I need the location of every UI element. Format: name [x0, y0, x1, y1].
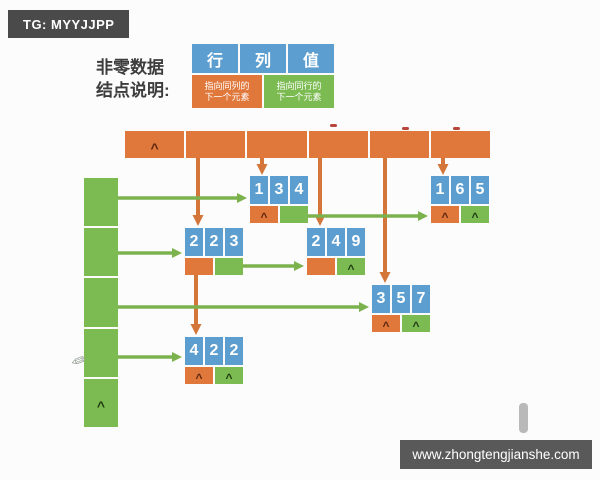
down-pointer-cell: ^ [431, 206, 459, 224]
column-header-cell-1: ^ [125, 131, 185, 158]
node-3-5-7: 3 5 7 ^ ^ [372, 285, 430, 333]
node-4-2-2: 4 2 2 ^ ^ [185, 337, 243, 385]
row-header-cell-4 [84, 328, 118, 377]
down-pointer-cell: ^ [185, 367, 213, 385]
node-val-cell: 3 [225, 228, 243, 256]
node-pointer-row [185, 258, 243, 275]
node-val-cell: 9 [347, 228, 365, 256]
legend-down-pointer-line2: 下一个元素 [204, 91, 250, 102]
right-pointer-cell: ^ [337, 258, 365, 276]
null-pointer-caret: ^ [96, 397, 106, 414]
node-value-row: 4 2 2 [185, 337, 243, 365]
legend-node-pointers: 指向同列的 下一个元素 指向同行的 下一个元素 [192, 75, 334, 108]
node-col-cell: 2 [205, 228, 223, 256]
null-pointer-caret: ^ [150, 139, 159, 156]
column-header-cell-4 [308, 131, 368, 158]
legend-down-pointer: 指向同列的 下一个元素 [192, 75, 262, 108]
row-header-cell-2 [84, 228, 118, 277]
site-watermark: www.zhongtengjianshe.com [400, 440, 592, 469]
legend-down-pointer-line1: 指向同列的 [204, 80, 250, 91]
node-col-cell: 2 [205, 337, 223, 365]
node-row-cell: 3 [372, 285, 390, 313]
node-value-row: 1 6 5 [431, 176, 489, 204]
node-value-row: 2 4 9 [307, 228, 365, 256]
legend-label-line1: 非零数据 [96, 58, 164, 77]
column-header-cell-2 [186, 131, 246, 158]
node-2-2-3: 2 2 3 [185, 228, 243, 275]
node-val-cell: 4 [290, 176, 308, 204]
down-pointer-cell [307, 258, 335, 275]
node-1-6-5: 1 6 5 ^ ^ [431, 176, 489, 224]
column-header-cell-3 [247, 131, 307, 158]
node-col-cell: 4 [327, 228, 345, 256]
down-pointer-cell [185, 258, 213, 275]
legend-field-col: 列 [240, 44, 286, 73]
red-annotation-mark [453, 127, 460, 130]
right-pointer-cell: ^ [402, 315, 430, 333]
node-pointer-row: ^ ^ [431, 206, 489, 224]
node-value-row: 1 3 4 [250, 176, 308, 204]
legend-label: 非零数据 结点说明: [96, 56, 170, 102]
right-pointer-cell: ^ [461, 206, 489, 224]
node-val-cell: 5 [471, 176, 489, 204]
node-col-cell: 6 [451, 176, 469, 204]
legend-field-value: 值 [288, 44, 334, 73]
right-pointer-cell [215, 258, 243, 275]
node-row-cell: 2 [185, 228, 203, 256]
node-pointer-row: ^ [307, 258, 365, 276]
node-col-cell: 3 [270, 176, 288, 204]
legend-right-pointer-line2: 下一个元素 [276, 91, 322, 102]
node-col-cell: 5 [392, 285, 410, 313]
node-row-cell: 1 [250, 176, 268, 204]
node-row-cell: 2 [307, 228, 325, 256]
legend-node-fields: 行 列 值 [192, 44, 334, 73]
row-header-cell-3 [84, 278, 118, 327]
right-pointer-cell [280, 206, 308, 223]
node-value-row: 2 2 3 [185, 228, 243, 256]
legend-right-pointer-line1: 指向同行的 [276, 80, 322, 91]
legend-label-line2: 结点说明: [96, 81, 170, 100]
node-2-4-9: 2 4 9 ^ [307, 228, 365, 276]
row-header-bar: ^ [84, 178, 118, 428]
down-pointer-cell: ^ [372, 315, 400, 333]
right-pointer-cell: ^ [215, 367, 243, 385]
node-pointer-row: ^ ^ [185, 367, 243, 385]
legend-right-pointer: 指向同行的 下一个元素 [264, 75, 334, 108]
node-1-3-4: 1 3 4 ^ [250, 176, 308, 224]
node-value-row: 3 5 7 [372, 285, 430, 313]
node-val-cell: 2 [225, 337, 243, 365]
column-header-bar: ^ [125, 131, 491, 158]
down-pointer-cell: ^ [250, 206, 278, 224]
tg-badge: TG: MYYJJPP [8, 10, 130, 38]
red-annotation-mark [330, 124, 337, 127]
column-header-cell-6 [430, 131, 491, 158]
row-header-cell-1 [84, 178, 118, 227]
column-header-cell-5 [369, 131, 429, 158]
node-pointer-row: ^ [250, 206, 308, 224]
node-pointer-row: ^ ^ [372, 315, 430, 333]
node-row-cell: 1 [431, 176, 449, 204]
scrollbar-thumb[interactable] [519, 403, 528, 433]
red-annotation-mark [402, 127, 409, 130]
node-row-cell: 4 [185, 337, 203, 365]
row-header-cell-5: ^ [84, 378, 118, 428]
legend-field-row: 行 [192, 44, 238, 73]
node-val-cell: 7 [412, 285, 430, 313]
